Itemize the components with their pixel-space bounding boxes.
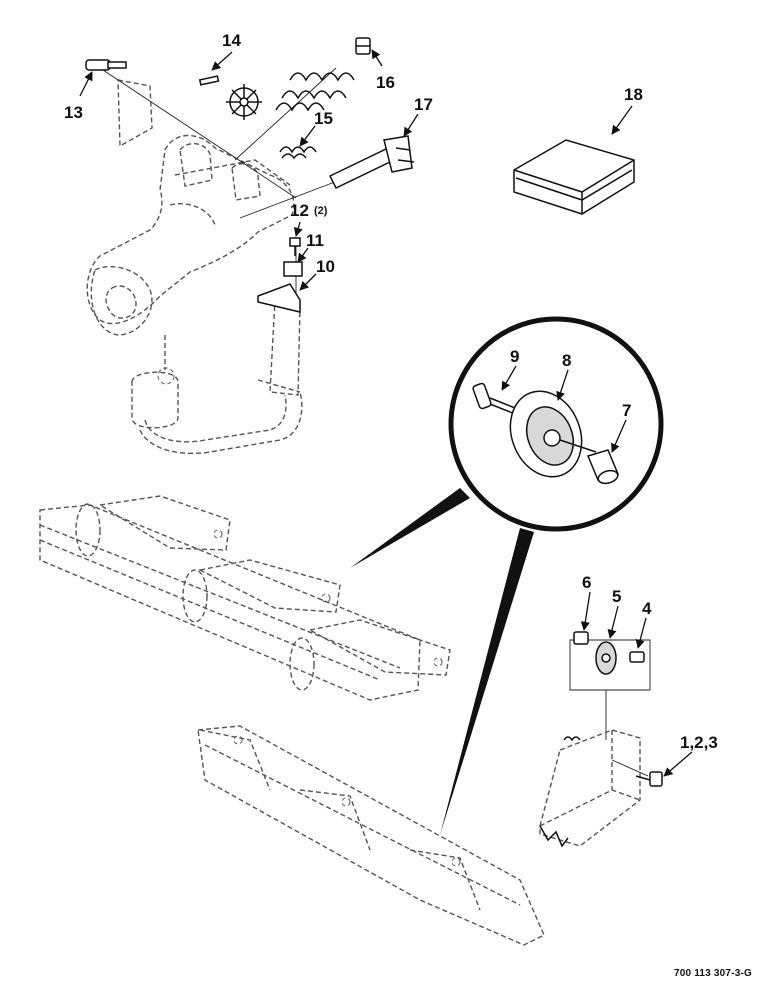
upper-arm-assembly: [86, 67, 341, 455]
part-8-pulley: [509, 390, 597, 478]
callout-4: 4: [642, 599, 652, 618]
callout-11: 11: [306, 231, 324, 250]
callout-9: 9: [510, 347, 519, 366]
guard-teeth-assembly: [197, 725, 545, 946]
callout-7: 7: [622, 401, 631, 420]
reel-bar-assembly: [39, 495, 451, 701]
callout-16: 16: [376, 73, 395, 92]
callout-6: 6: [582, 573, 591, 592]
callout-15: 15: [314, 109, 333, 128]
part-16-nut: [355, 37, 371, 55]
part-17-shaft: [328, 135, 415, 189]
part-1-bolt: [635, 771, 663, 787]
callout-5: 5: [612, 587, 621, 606]
part-14-pin: [198, 75, 220, 86]
callout-10: 10: [316, 257, 335, 276]
callout-12-quantity: (2): [314, 205, 328, 217]
part-11-bushing: [283, 261, 303, 277]
part-18-box: [513, 139, 635, 215]
detail-magnifier: [350, 316, 664, 835]
callout-8: 8: [562, 351, 571, 370]
part-13-bolt: [85, 59, 127, 71]
star-wheel: [226, 84, 262, 120]
pulley-subassembly: [569, 631, 651, 740]
callout-14: 14: [222, 31, 241, 50]
spring-stack: [275, 72, 355, 112]
callout-13: 13: [64, 103, 83, 122]
drawing-number: 700 113 307-3-G: [673, 968, 752, 979]
callout-17: 17: [414, 95, 433, 114]
mounting-bracket: [539, 729, 649, 848]
part-15-clip: [279, 146, 317, 160]
part-12-screw: [289, 237, 301, 256]
callout-18: 18: [624, 85, 643, 104]
callout-1-2-3: 1,2,3: [680, 733, 718, 752]
callout-leaders: [79, 49, 693, 777]
part-7-spacer: [586, 449, 620, 485]
callout-12: 12: [290, 201, 309, 220]
part-10-plate: [257, 283, 301, 313]
